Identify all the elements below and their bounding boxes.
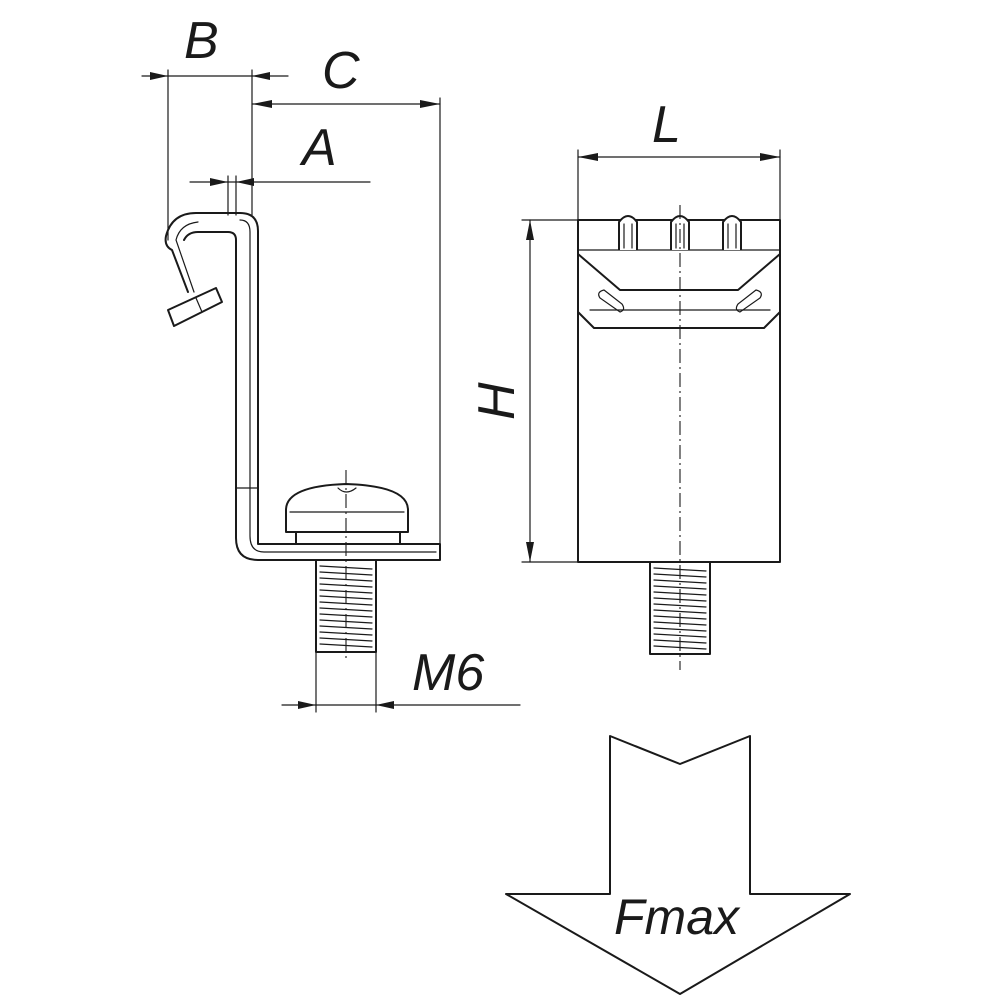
dim-label-h: H bbox=[468, 382, 526, 420]
hook-inner bbox=[175, 221, 199, 293]
bracket-inner-contour bbox=[239, 219, 437, 553]
front-view bbox=[577, 205, 781, 670]
dim-label-l: L bbox=[652, 96, 681, 154]
clamp-slot-left bbox=[598, 289, 625, 313]
screw-head-slot bbox=[337, 487, 357, 493]
washer bbox=[295, 531, 401, 545]
thread-line bbox=[653, 585, 707, 590]
thread-line bbox=[653, 627, 707, 632]
thread-line bbox=[653, 603, 707, 608]
hook-tab-edge bbox=[195, 297, 203, 313]
thread-line bbox=[653, 609, 707, 614]
screw-head bbox=[285, 483, 409, 533]
force-arrow: Fmax bbox=[505, 735, 851, 995]
force-label: Fmax bbox=[614, 889, 741, 945]
front-body bbox=[577, 219, 781, 563]
hook bbox=[164, 212, 229, 293]
top-teeth bbox=[618, 215, 742, 250]
bracket-outer-contour bbox=[183, 212, 441, 561]
force-arrow-outline bbox=[505, 735, 851, 995]
dim-label-m6: M6 bbox=[412, 644, 484, 702]
hook-tab bbox=[167, 287, 223, 327]
side-view bbox=[164, 212, 441, 660]
dim-label-a: A bbox=[299, 119, 337, 177]
tooth bbox=[618, 215, 638, 250]
thread-line bbox=[653, 633, 707, 638]
dimension-lines bbox=[141, 69, 781, 713]
clamp-window bbox=[577, 253, 781, 329]
clamp-slot-right bbox=[735, 289, 762, 313]
dim-label-c: C bbox=[322, 42, 360, 100]
tooth bbox=[722, 215, 742, 250]
thread-line bbox=[653, 579, 707, 584]
dim-label-b: B bbox=[184, 12, 219, 70]
